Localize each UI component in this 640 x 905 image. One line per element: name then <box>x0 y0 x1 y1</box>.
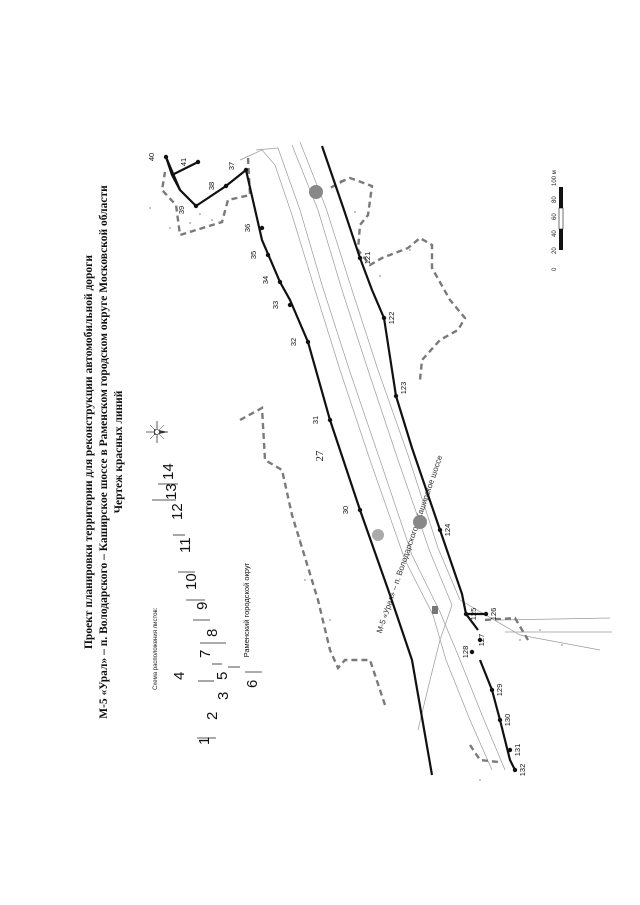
scheme-sheet-2: 2 <box>204 712 221 720</box>
page-number: 27 <box>314 450 326 462</box>
point-marker-41 <box>195 159 201 165</box>
scheme-sheet-5: 5 <box>214 672 231 680</box>
point-marker-33 <box>287 302 293 308</box>
point-label-30: 30 <box>341 506 350 514</box>
scheme-sheet-4: 4 <box>171 672 188 680</box>
point-marker-36 <box>259 225 265 231</box>
point-label-126: 126 <box>489 608 498 621</box>
point-marker-124 <box>437 527 443 533</box>
point-marker-30 <box>357 507 363 513</box>
point-label-37: 37 <box>227 162 236 170</box>
point-label-31: 31 <box>311 416 320 424</box>
scale-tick-labels: 0 20 40 60 80 100 м <box>552 170 558 271</box>
point-marker-35 <box>265 252 271 258</box>
point-marker-130 <box>497 717 503 723</box>
point-marker-40 <box>163 154 169 160</box>
point-marker-39 <box>193 203 199 209</box>
point-marker-123 <box>393 393 399 399</box>
point-marker-122 <box>381 315 387 321</box>
territory-boundary <box>160 157 530 764</box>
scheme-sheet-11: 11 <box>177 537 194 553</box>
point-marker-34 <box>277 279 283 285</box>
point-label-40: 40 <box>147 153 156 161</box>
scale-bar: 0 20 40 60 80 100 м <box>552 170 564 271</box>
scale-tick-label: 40 <box>552 230 558 237</box>
title-line-3: Чертеж красных линий <box>113 390 125 513</box>
scheme-sheet-13: 13 <box>163 483 180 500</box>
scale-tick-label: 0 <box>552 267 558 271</box>
point-marker-38 <box>223 183 229 189</box>
scale-tick-label: 60 <box>552 213 558 220</box>
scheme-sheet-1: 1 <box>196 737 213 745</box>
scheme-sheet-12: 12 <box>169 503 186 520</box>
point-label-128: 128 <box>461 646 470 659</box>
point-marker-128 <box>469 649 475 655</box>
point-marker-31 <box>327 417 333 423</box>
svg-text:Раменский городской округ: Раменский городской округ <box>242 562 251 657</box>
point-marker-132 <box>512 767 518 773</box>
scheme-sheet-3: 3 <box>215 692 232 700</box>
vegetation-dots <box>149 207 563 781</box>
scheme-sheet-9: 9 <box>194 602 211 610</box>
road-carriageway <box>239 141 612 771</box>
scheme-caption: Схема расположения листов: <box>153 607 159 690</box>
point-label-130: 130 <box>503 714 512 727</box>
point-label-32: 32 <box>289 338 298 346</box>
point-label-34: 34 <box>261 276 270 284</box>
point-marker-121 <box>357 255 363 261</box>
point-label-39: 39 <box>177 206 186 214</box>
title-block: Проект планировки территории для реконст… <box>83 185 125 719</box>
point-marker-32 <box>305 339 311 345</box>
point-marker-125 <box>463 611 469 617</box>
title-line-2: М-5 «Урал» – п. Володарского – Каширское… <box>98 185 110 719</box>
scheme-sheet-6: 6 <box>244 680 261 688</box>
point-marker-127 <box>477 637 483 643</box>
district-label: Раменский городской округ <box>242 562 251 657</box>
scheme-sheet-10: 10 <box>183 573 200 590</box>
north-arrow-icon <box>146 421 168 443</box>
title-line-1: Проект планировки территории для реконст… <box>83 255 95 649</box>
point-label-122: 122 <box>387 312 396 325</box>
point-label-36: 36 <box>243 224 252 232</box>
point-label-129: 129 <box>495 684 504 697</box>
road-sign-icon <box>309 185 438 614</box>
point-label-131: 131 <box>513 744 522 757</box>
point-label-125: 125 <box>469 608 478 621</box>
point-label-123: 123 <box>399 382 408 395</box>
scheme-frames <box>152 483 262 739</box>
scale-tick-label: 100 м <box>552 170 558 186</box>
point-label-121: 121 <box>363 252 372 265</box>
scheme-sheet-8: 8 <box>204 629 221 637</box>
scale-tick-label: 20 <box>552 247 558 254</box>
point-marker-131 <box>507 747 513 753</box>
scale-tick-label: 80 <box>552 196 558 203</box>
point-label-124: 124 <box>443 524 452 537</box>
point-label-127: 127 <box>477 634 486 647</box>
point-label-38: 38 <box>207 182 216 190</box>
point-marker-129 <box>489 687 495 693</box>
point-label-41: 41 <box>179 158 188 166</box>
scheme-sheet-7: 7 <box>197 650 214 658</box>
point-label-35: 35 <box>249 251 258 259</box>
scheme-sheet-14: 14 <box>160 463 177 480</box>
point-label-33: 33 <box>271 301 280 309</box>
point-marker-126 <box>483 611 489 617</box>
point-marker-37 <box>243 167 249 173</box>
point-label-132: 132 <box>518 764 527 777</box>
